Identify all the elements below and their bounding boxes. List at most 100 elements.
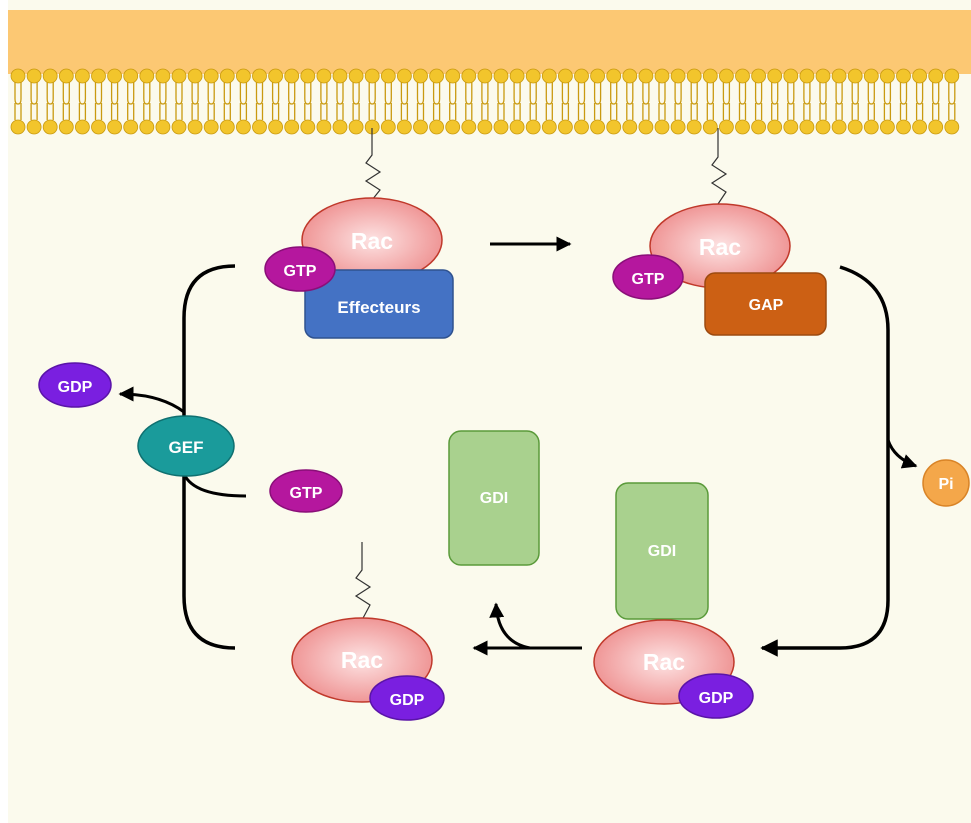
lipid-head <box>541 68 557 84</box>
lipid-tail <box>690 82 698 120</box>
lipid-head <box>493 68 509 84</box>
gdp-inactive-label: GDP <box>390 692 425 709</box>
lipid-head <box>235 68 251 84</box>
lipid-tail <box>626 82 634 120</box>
lipid-tail <box>271 82 280 120</box>
rac-gap-label: Rac <box>699 234 741 260</box>
lipid-tail <box>143 82 151 120</box>
lipid-tail <box>14 82 22 120</box>
lipid-head <box>171 68 187 84</box>
lipid-head <box>815 68 831 84</box>
lipid-head <box>509 119 525 135</box>
lipid-head <box>123 68 139 84</box>
effecteurs-label: Effecteurs <box>337 298 420 317</box>
lipid-head <box>622 68 638 84</box>
lipid-head <box>10 119 26 135</box>
lipid-head <box>638 119 654 135</box>
lipid-anchor-active <box>364 128 382 201</box>
lipid-tail <box>352 82 360 120</box>
lipid-tail <box>883 82 892 120</box>
lipid-tail <box>738 82 747 120</box>
lipid-head <box>751 119 766 135</box>
lipid-tail <box>545 82 553 120</box>
lipid-head <box>574 119 589 135</box>
lipid-tail <box>803 82 811 120</box>
lipid-tail <box>593 82 602 120</box>
lipid-head <box>896 68 911 84</box>
lipid-head <box>332 119 348 135</box>
lipid-tail <box>754 82 763 120</box>
arrow-gdi-dissociation <box>489 602 531 650</box>
extracellular-space <box>8 10 971 74</box>
lipid-tail <box>449 82 457 120</box>
lipid-tail <box>497 82 505 120</box>
lipid-head <box>928 119 944 135</box>
lipid-head <box>686 68 702 84</box>
gdp-gdi-bound <box>678 673 754 719</box>
lipid-head <box>187 68 203 84</box>
lipid-tail <box>336 82 344 120</box>
lipid-tail <box>610 82 618 120</box>
lipid-head <box>203 68 219 84</box>
lipid-tail <box>110 82 119 120</box>
lipid-tail <box>288 82 296 120</box>
lipid-head <box>670 119 686 135</box>
lipid-head <box>42 68 58 84</box>
lipid-head <box>863 68 879 84</box>
lipid-head <box>268 68 284 84</box>
lipid-head <box>300 68 316 84</box>
lipid-head <box>912 68 927 84</box>
lipid-tail <box>46 82 54 120</box>
lipid-tail <box>771 82 779 120</box>
lipid-head <box>235 119 251 135</box>
lipid-head <box>91 119 106 135</box>
lipid-tail <box>577 82 586 120</box>
gef <box>137 415 235 477</box>
lipid-head <box>75 119 90 135</box>
lipid-head <box>654 119 670 135</box>
lipid-head <box>751 68 766 84</box>
lipid-head <box>219 119 235 135</box>
lipid-head <box>863 119 879 135</box>
lipid-head <box>912 119 927 135</box>
gdp-released <box>38 362 112 408</box>
lipid-head <box>252 119 267 135</box>
lipid-head <box>396 119 412 135</box>
gdi-free-label: GDI <box>480 490 508 507</box>
lipid-tail <box>30 82 38 120</box>
lipid-head <box>799 68 815 84</box>
rac-gdi-label: Rac <box>643 649 685 675</box>
gtp-gap <box>612 254 684 300</box>
lipid-head <box>348 68 364 84</box>
lipid-tail <box>239 82 248 120</box>
lipid-head <box>670 68 686 84</box>
lipid-bilayer-membrane <box>10 68 960 135</box>
lipid-tail <box>400 82 409 120</box>
gdi-bound-label: GDI <box>648 543 676 560</box>
lipid-tail <box>706 82 714 120</box>
gdi-bound <box>615 482 709 620</box>
lipid-tail <box>62 82 70 120</box>
lipid-tail <box>867 82 875 120</box>
lipid-head <box>445 119 461 135</box>
lipid-head <box>316 119 332 135</box>
lipid-head <box>380 68 396 84</box>
lipid-tail <box>465 82 473 120</box>
lipid-tail <box>722 82 731 120</box>
lipid-head <box>139 68 155 84</box>
lipid-tail <box>561 82 570 120</box>
lipid-head <box>719 119 734 135</box>
gdi-free <box>448 430 540 566</box>
lipid-head <box>847 119 863 135</box>
rac-active-label: Rac <box>351 228 393 254</box>
gap-box <box>704 272 827 336</box>
lipid-head <box>75 68 90 84</box>
lipid-head <box>155 68 171 84</box>
lipid-tail <box>255 82 264 120</box>
lipid-head <box>26 68 42 84</box>
lipid-head <box>139 119 155 135</box>
lipid-head <box>799 119 815 135</box>
lipid-tail <box>94 82 103 120</box>
lipid-head <box>896 119 911 135</box>
lipid-head <box>284 68 300 84</box>
